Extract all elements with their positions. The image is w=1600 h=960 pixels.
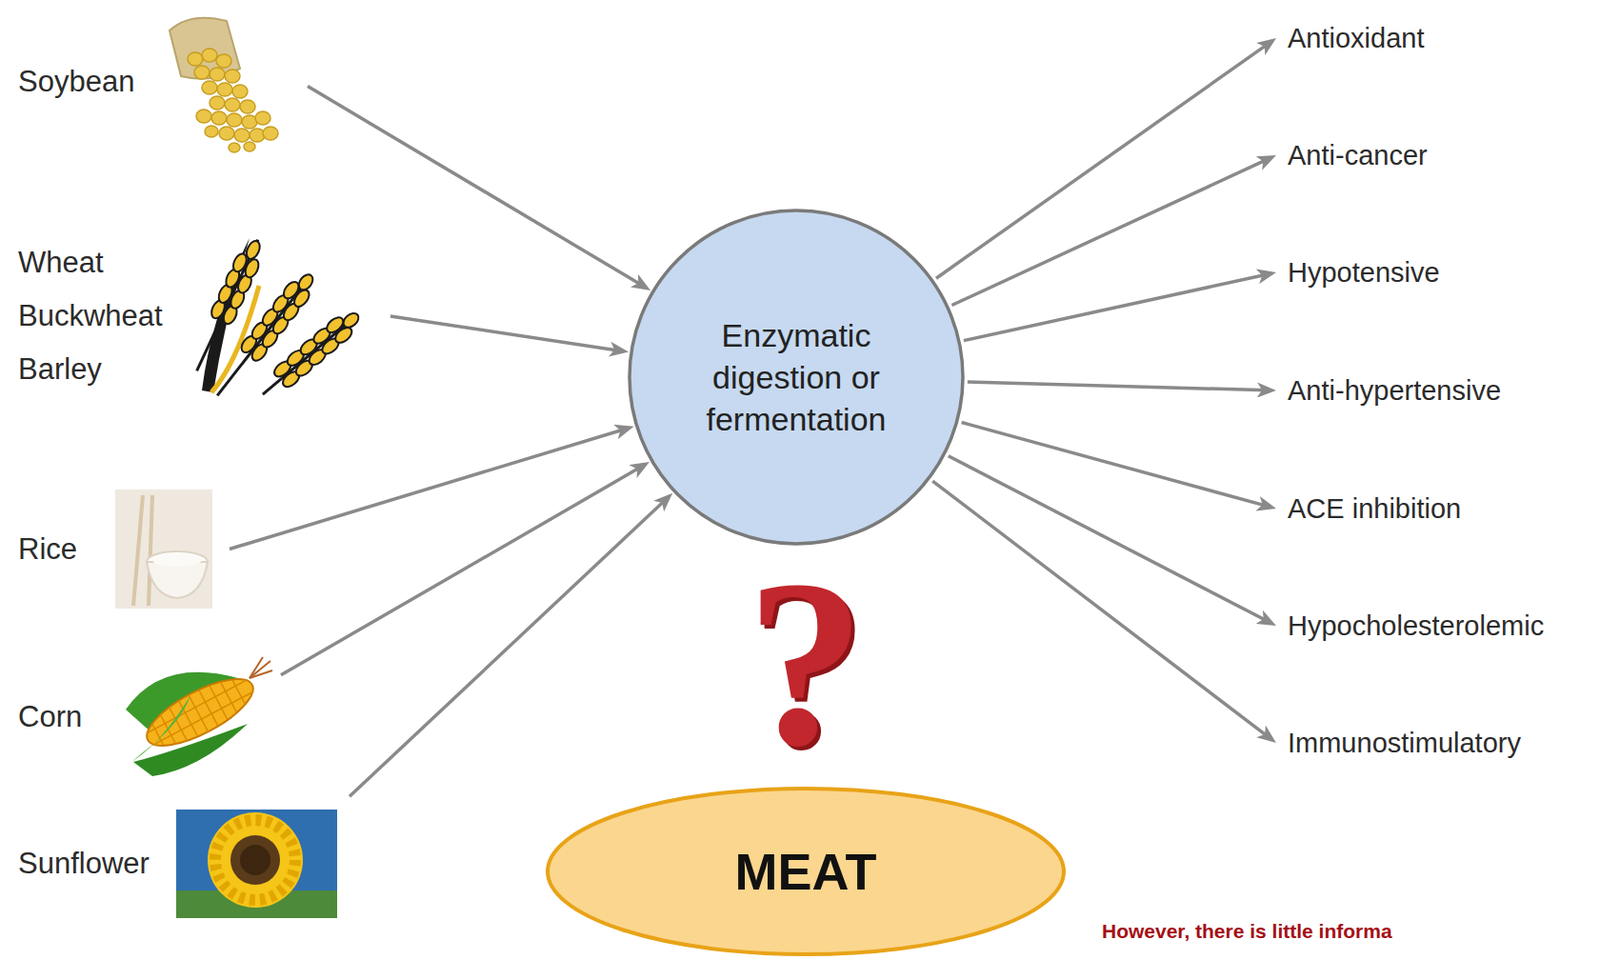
arrow-connector	[307, 86, 644, 287]
node-label: Corn	[18, 698, 276, 737]
node-label: MEAT	[735, 841, 878, 901]
effect-label: ACE inhibition	[1287, 490, 1461, 527]
soybean-picture	[169, 18, 279, 153]
effect-label: Hypotensive	[1287, 254, 1440, 291]
node-label: Hypocholesterolemic	[1287, 607, 1544, 644]
node-label: Buckwheat	[18, 289, 378, 343]
arrow-connector	[349, 498, 667, 797]
source-sunflower: Sunflower	[13, 809, 338, 919]
source-cereals: WheatBuckwheatBarley	[13, 234, 378, 399]
meat-ellipse: MEAT	[545, 786, 1066, 957]
source-corn: Corn	[13, 653, 276, 781]
arrow-connector	[936, 42, 1271, 280]
node-label: Enzymatic digestion or fermentation	[686, 314, 906, 441]
node-label: Anti-cancer	[1287, 137, 1428, 174]
arrow-connector	[963, 274, 1269, 341]
arrow-connector	[390, 316, 621, 351]
effect-label: Immunostimulatory	[1287, 724, 1521, 761]
node-label: ACE inhibition	[1287, 490, 1461, 527]
corn-picture	[125, 657, 273, 777]
arrow-connector	[967, 381, 1269, 391]
process-circle: Enzymatic digestion or fermentation	[627, 208, 965, 546]
node-label: Barley	[18, 342, 378, 397]
arrow-connector	[961, 422, 1270, 507]
source-rice: Rice	[13, 489, 213, 609]
wheat-picture	[185, 234, 366, 404]
effect-label: Antioxidant	[1287, 20, 1425, 57]
effect-label: Hypocholesterolemic	[1287, 607, 1544, 644]
arrow-connector	[948, 456, 1270, 623]
note-text: However, there is little informa	[1101, 920, 1393, 943]
arrow-connector	[229, 428, 627, 550]
node-label: Sunflower	[18, 844, 338, 883]
effect-label: Anti-hypertensive	[1287, 372, 1501, 409]
node-label: Wheat	[18, 236, 378, 290]
node-label: Antioxidant	[1287, 20, 1425, 57]
node-label: Immunostimulatory	[1287, 724, 1521, 761]
node-label: Hypotensive	[1287, 254, 1440, 291]
sunflower-picture	[176, 809, 338, 919]
node-label: Soybean	[18, 62, 281, 101]
source-soybean: Soybean	[13, 10, 281, 154]
arrow-connector	[932, 480, 1270, 739]
effect-label: Anti-cancer	[1287, 137, 1428, 174]
node-label: Rice	[18, 530, 213, 569]
question-mark: ?	[710, 543, 901, 782]
rice-picture	[115, 489, 213, 609]
node-label: Anti-hypertensive	[1287, 372, 1501, 409]
